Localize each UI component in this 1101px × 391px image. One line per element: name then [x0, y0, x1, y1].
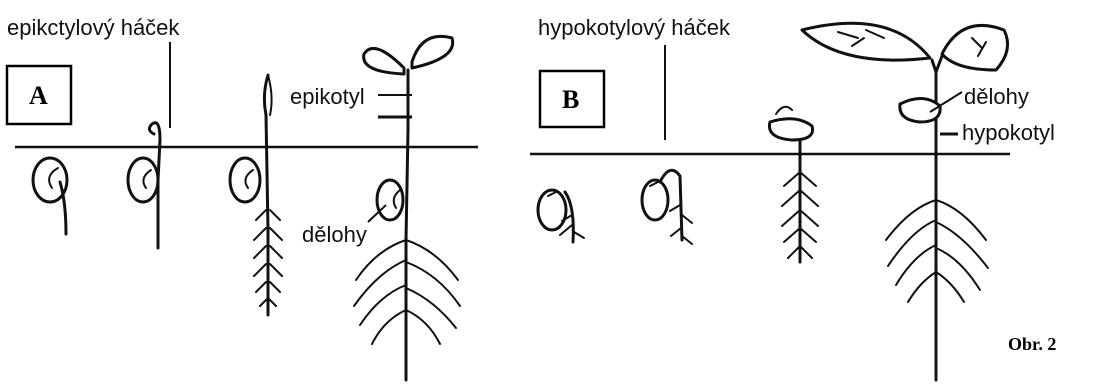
label-epicotyl-hook: epikctylový háček: [7, 15, 180, 40]
seedling-b4: [802, 23, 1008, 380]
panel-b-letter: B: [562, 85, 579, 114]
leaf-b4-right: [942, 25, 1008, 70]
seedling-a1: [33, 158, 67, 234]
figure-caption: Obr. 2: [1008, 334, 1056, 354]
seedling-b1: [538, 190, 584, 242]
panel-b: B hypokotylový háček: [530, 15, 1055, 380]
label-hypocotyl: hypokotyl: [962, 120, 1055, 145]
label-cotyledons-a: dělohy: [302, 222, 367, 247]
leaf-a4-left: [364, 48, 404, 74]
label-cotyledons-b: dělohy: [964, 84, 1029, 109]
leaf-a4-right: [412, 36, 453, 68]
seedling-a4: [354, 36, 460, 380]
label-epicotyl: epikotyl: [290, 84, 365, 109]
seedling-a3: [230, 75, 282, 315]
seedling-b3: [769, 107, 818, 262]
label-hypocotyl-hook: hypokotylový háček: [538, 15, 731, 40]
seedling-a2: [128, 123, 160, 248]
seedling-b2: [642, 170, 692, 244]
leaf-b4-left: [802, 23, 930, 60]
panel-a-letter: A: [29, 81, 48, 110]
panel-a: A epikctylový háček: [7, 15, 478, 380]
